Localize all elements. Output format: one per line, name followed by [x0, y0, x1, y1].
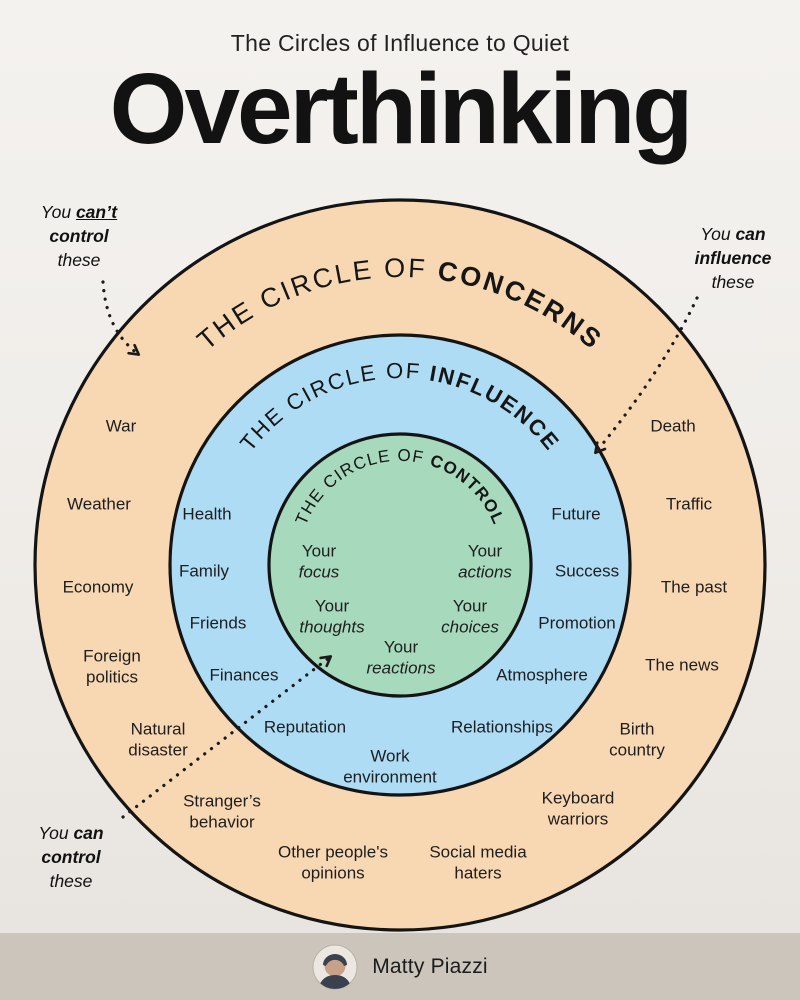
annotation-line: these	[49, 871, 93, 891]
annotation-line: You can’t	[40, 202, 118, 222]
annotation-line: You can	[38, 823, 104, 843]
concerns-item: Traffic	[665, 494, 713, 514]
influence-item: Promotion	[538, 613, 616, 633]
author-avatar	[312, 944, 358, 989]
arrow-cant-control	[101, 280, 141, 356]
annotation-can-influence: You can influence these	[695, 222, 772, 294]
concerns-item: War	[105, 416, 137, 436]
concerns-item: The past	[660, 577, 728, 597]
annotation-line: control	[49, 226, 109, 246]
annotation-cant-control: You can’t control these	[41, 200, 117, 272]
influence-item: Atmosphere	[496, 665, 588, 685]
influence-item: Relationships	[450, 717, 554, 737]
influence-item: Family	[178, 561, 230, 581]
influence-item: Health	[182, 504, 232, 524]
arrow-can-influence	[594, 296, 699, 455]
influence-item: Friends	[189, 613, 247, 633]
influence-item: Finances	[209, 665, 279, 685]
page-subtitle: The Circles of Influence to Quiet	[230, 30, 570, 56]
influence-item: Future	[551, 504, 601, 524]
annotation-line: influence	[694, 248, 772, 268]
annotation-line: these	[57, 250, 101, 270]
page-title: Overthinking	[109, 53, 694, 165]
person-photo-icon	[318, 953, 353, 989]
footer-credit-bar: Matty Piazzi	[0, 933, 800, 1000]
annotation-can-control: You can control these	[38, 821, 103, 893]
circle-of-control	[267, 432, 533, 698]
author-name: Matty Piazzi	[372, 954, 488, 978]
annotation-line: You can	[700, 224, 766, 244]
arrow-can-control	[121, 655, 333, 819]
influence-item: Reputation	[263, 717, 347, 737]
annotation-line: these	[711, 272, 755, 292]
concerns-item: Death	[650, 416, 696, 436]
concerns-item: Weather	[67, 494, 131, 514]
influence-item: Success	[554, 561, 620, 581]
annotation-line: control	[41, 847, 101, 867]
concerns-item: The news	[645, 655, 719, 675]
concerns-item: Economy	[62, 577, 134, 597]
